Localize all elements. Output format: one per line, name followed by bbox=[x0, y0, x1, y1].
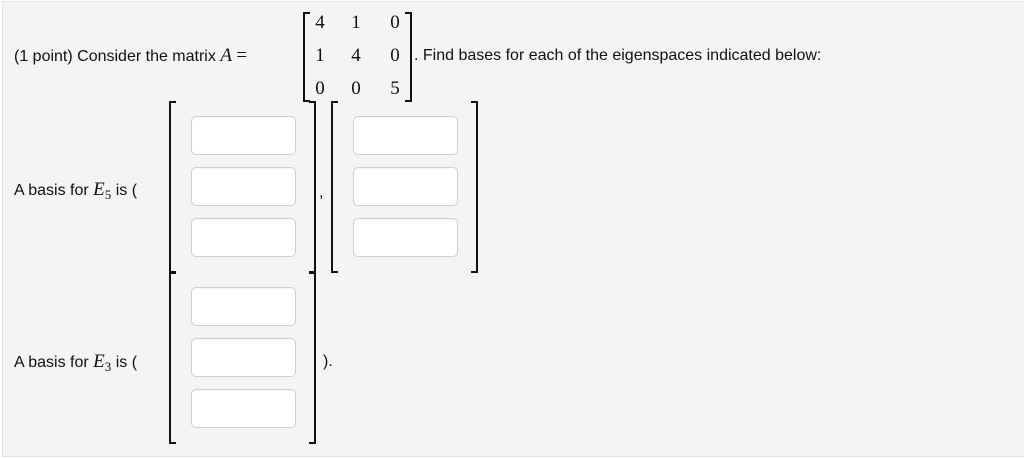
vector-left-bracket bbox=[331, 101, 338, 273]
matrix-cell: 0 bbox=[390, 12, 400, 33]
vector-right-bracket bbox=[309, 101, 316, 273]
vector-left-bracket bbox=[169, 101, 176, 273]
vector-right-bracket bbox=[309, 272, 316, 444]
subscript: 5 bbox=[104, 187, 112, 202]
vector-right-bracket bbox=[471, 101, 478, 273]
e3-closing: ). bbox=[323, 353, 333, 370]
problem-instruction: . Find bases for each of the eigenspaces… bbox=[414, 47, 822, 64]
matrix-cell: 4 bbox=[315, 12, 325, 33]
vector-left-bracket bbox=[169, 272, 176, 444]
symbol: E bbox=[93, 179, 105, 200]
matrix-cell: 0 bbox=[315, 78, 325, 99]
e5-label: A basis for E5 is ( bbox=[14, 179, 138, 203]
matrix-cell: 4 bbox=[351, 45, 361, 66]
e5-v1-entry-2[interactable] bbox=[191, 167, 296, 206]
matrix-right-bracket bbox=[405, 12, 412, 102]
matrix-cell: 0 bbox=[390, 45, 400, 66]
matrix-left-bracket bbox=[303, 12, 310, 102]
e5-v2-entry-1[interactable] bbox=[353, 116, 458, 155]
e3-label: A basis for E3 is ( bbox=[14, 351, 138, 375]
symbol: E bbox=[93, 351, 105, 372]
e5-v2-entry-3[interactable] bbox=[353, 218, 458, 257]
e3-v1-entry-2[interactable] bbox=[191, 338, 296, 377]
matrix-cell: 0 bbox=[351, 78, 361, 99]
e5-v1-entry-3[interactable] bbox=[191, 218, 296, 257]
matrix-cell: 1 bbox=[315, 45, 325, 66]
label-prefix: A basis for bbox=[14, 354, 89, 371]
e3-v1-entry-3[interactable] bbox=[191, 389, 296, 428]
matrix-cell: 1 bbox=[351, 12, 361, 33]
intro-text: (1 point) Consider the matrix bbox=[14, 48, 216, 65]
label-prefix: A basis for bbox=[14, 182, 89, 199]
equals-sign: = bbox=[236, 45, 248, 66]
e5-v2-entry-2[interactable] bbox=[353, 167, 458, 206]
eigenspace-symbol: E5 bbox=[93, 179, 112, 203]
matrix-cell: 5 bbox=[390, 78, 400, 99]
eigenspace-symbol: E3 bbox=[93, 351, 112, 375]
e3-v1-entry-1[interactable] bbox=[191, 287, 296, 326]
label-suffix: is ( bbox=[115, 182, 138, 199]
e5-v1-entry-1[interactable] bbox=[191, 116, 296, 155]
problem-intro: (1 point) Consider the matrix A = bbox=[14, 46, 247, 67]
matrix-name: A bbox=[220, 45, 232, 66]
subscript: 3 bbox=[104, 359, 112, 374]
label-suffix: is ( bbox=[115, 354, 138, 371]
vector-separator: , bbox=[319, 184, 324, 201]
